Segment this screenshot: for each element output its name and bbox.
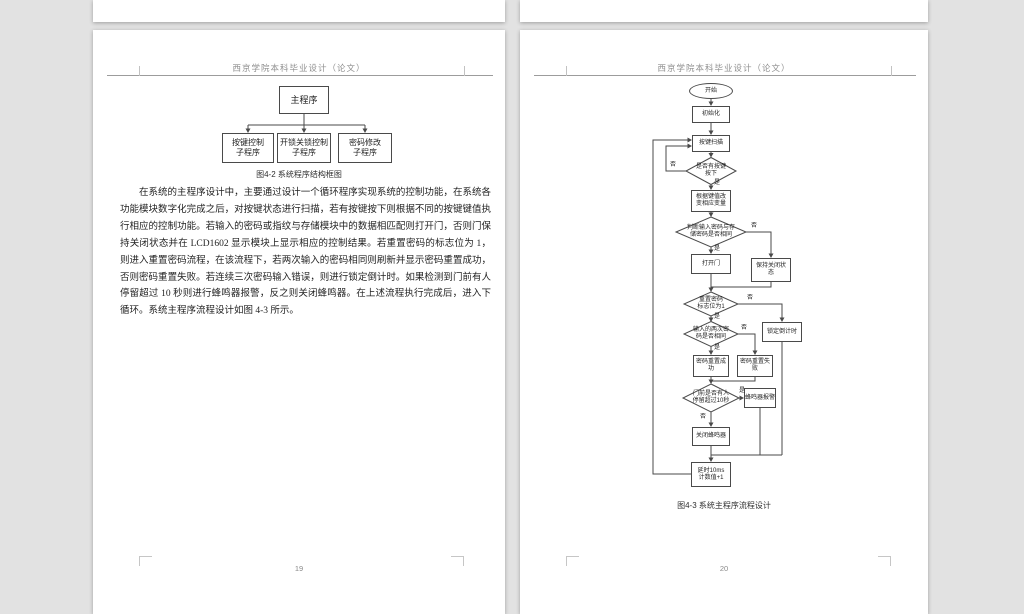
orgchart-box-main: 主程序 [279, 86, 329, 114]
orgchart-box-key-control: 按键控制 子程序 [222, 133, 274, 163]
flow-node-init: 初始化 [692, 106, 730, 123]
edge-label-no: 否 [700, 414, 706, 420]
flow-node-label-reset-flag: 重置密码 标志位为1 [676, 297, 746, 310]
orgchart-box-password-modify: 密码修改 子程序 [338, 133, 392, 163]
document-page-20[interactable]: 西京学院本科毕业设计（论文） 开始 初始化 按键扫描 根据键值改 变相应变量 打… [520, 30, 928, 614]
orgchart-box-lock-control: 开锁关锁控制 子程序 [277, 133, 331, 163]
flow-node-buzzer-off: 关闭蜂鸣器 [692, 427, 730, 446]
flow-node-label-password-match: 判断输入密码与存 储密码是否相同 [676, 225, 746, 238]
page-number: 20 [520, 564, 928, 573]
previous-page-edge-left [93, 0, 505, 22]
edge-label-no: 否 [670, 162, 676, 168]
edge-label-yes: 是 [714, 314, 720, 320]
page-number: 19 [93, 564, 505, 573]
edge-label-yes: 是 [714, 345, 720, 351]
flow-node-label-passwords-same: 输入的两次密 码是否相同 [676, 327, 746, 340]
flow-node-delay-count: 延时10ms 计数值+1 [691, 462, 731, 487]
body-paragraph: 在系统的主程序设计中，主要通过设计一个循环程序实现系统的控制功能，在系统各功能模… [120, 185, 491, 320]
figure-4-3-caption: 图4-3 系统主程序流程设计 [520, 500, 928, 511]
flow-node-label-key-pressed: 是否有按键 按下 [676, 164, 746, 177]
flow-node-reset-success: 密码重置成 功 [693, 355, 729, 377]
edge-label-no: 否 [747, 295, 753, 301]
edge-label-no: 否 [741, 325, 747, 331]
previous-page-edge-right [520, 0, 928, 22]
flow-node-buzzer-alarm: 蜂鸣器报警 [744, 388, 776, 408]
flow-node-label-person-detect: 门前是否有人 停留超过10秒 [676, 391, 746, 404]
edge-label-no: 否 [751, 223, 757, 229]
document-page-19[interactable]: 西京学院本科毕业设计（论文） 主程序 按键控制 子程序 开锁关锁控制 子程序 密… [93, 30, 505, 614]
flow-node-open-door: 打开门 [691, 254, 731, 274]
flow-node-reset-fail: 密码重置失 败 [737, 355, 773, 377]
flow-node-keep-closed: 保持关闭状 态 [751, 258, 791, 282]
flow-node-start: 开始 [689, 83, 733, 99]
flow-node-key-scan: 按键扫描 [692, 135, 730, 152]
figure-4-2-caption: 图4-2 系统程序结构框图 [93, 169, 505, 180]
flow-node-keyvalue-variable: 根据键值改 变相应变量 [691, 190, 731, 212]
flow-node-lock-countdown: 锁定倒计时 [762, 322, 802, 342]
edge-label-yes: 是 [739, 388, 745, 394]
document-viewport: 西京学院本科毕业设计（论文） 主程序 按键控制 子程序 开锁关锁控制 子程序 密… [0, 0, 1024, 575]
edge-label-yes: 是 [714, 180, 720, 186]
edge-label-yes: 是 [714, 246, 720, 252]
